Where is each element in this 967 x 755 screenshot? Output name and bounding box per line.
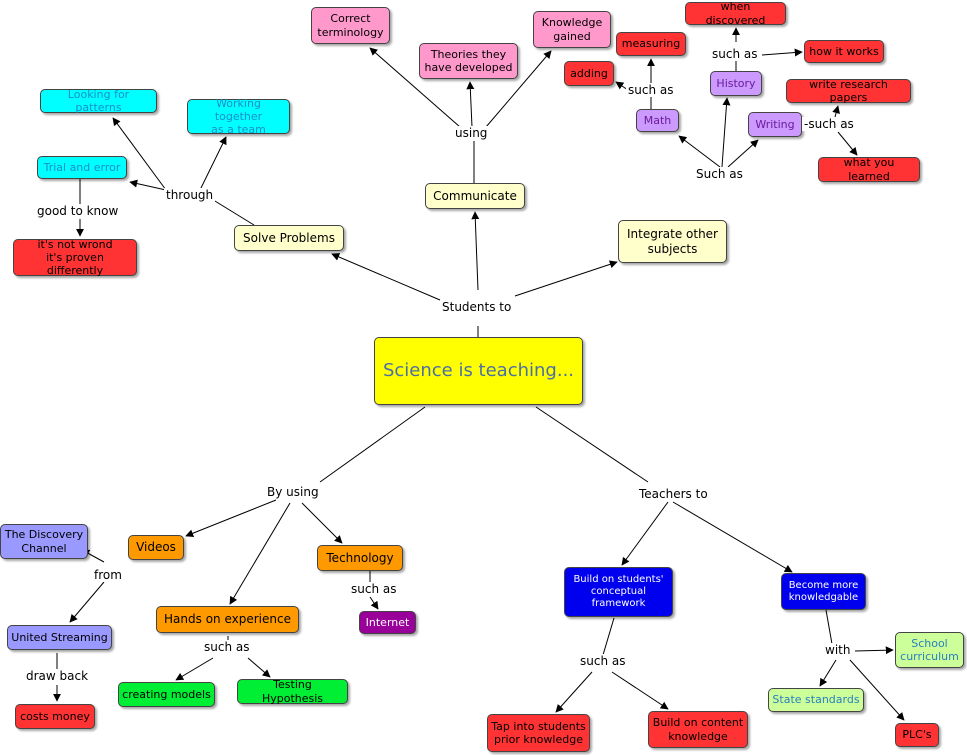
when-discovered-node[interactable]: when discovered <box>685 0 786 27</box>
line-connector <box>319 406 426 483</box>
line-connector <box>209 197 255 226</box>
label-through: through <box>164 188 216 202</box>
arrow-connector <box>175 657 214 681</box>
what-learned-node[interactable]: what you learned <box>818 156 920 183</box>
arrow-connector <box>466 81 475 128</box>
arrow-connector <box>369 596 379 610</box>
creating-models-node[interactable]: creating models <box>118 682 215 707</box>
internet-node[interactable]: Internet <box>359 611 416 634</box>
arrow-connector <box>112 117 167 191</box>
arrow-connector <box>819 659 837 687</box>
arrow-connector <box>129 179 167 191</box>
arrow-connector <box>247 657 271 678</box>
trial-error-node[interactable]: Trial and error <box>37 156 127 179</box>
arrow-connector <box>672 501 793 573</box>
how-it-works-node[interactable]: how it works <box>804 40 884 63</box>
arrow-connector <box>727 139 759 168</box>
label-such-as-history: such as <box>710 47 760 61</box>
math-node[interactable]: Math <box>636 109 679 132</box>
arrow-connector <box>229 502 291 605</box>
arrow-connector <box>678 135 721 168</box>
arrow-connector <box>485 50 552 128</box>
arrow-connector <box>621 501 669 566</box>
build-content-node[interactable]: Build on content knowledge <box>648 711 748 748</box>
not-wrong-node[interactable]: it's not wrond it's proven differently <box>13 238 137 277</box>
arrow-connector <box>471 211 480 291</box>
label-such-as-math: such as <box>626 83 676 97</box>
knowledge-gained-node[interactable]: Knowledge gained <box>533 11 611 48</box>
videos-node[interactable]: Videos <box>128 535 184 560</box>
label-good-to-know: good to know <box>35 204 121 218</box>
line-connector <box>602 617 615 656</box>
arrow-connector <box>514 260 618 297</box>
arrow-connector <box>849 659 905 721</box>
arrow-connector <box>369 47 461 128</box>
line-connector <box>535 406 649 483</box>
state-standards-node[interactable]: State standards <box>768 688 864 712</box>
line-connector <box>825 609 833 645</box>
label-teachers-to: Teachers to <box>637 487 710 501</box>
history-node[interactable]: History <box>710 71 762 96</box>
label-with: with <box>823 643 853 657</box>
theories-node[interactable]: Theories they have developed <box>419 43 518 79</box>
costs-money-node[interactable]: costs money <box>15 704 95 729</box>
build-conceptual-node[interactable]: Build on students' conceptual framework <box>564 567 673 617</box>
looking-patterns-node[interactable]: Looking for patterns <box>40 88 157 114</box>
arrow-connector <box>331 253 441 301</box>
research-papers-node[interactable]: write research papers <box>786 78 911 104</box>
correct-terminology-node[interactable]: Correct terminology <box>311 7 390 44</box>
label-draw-back: draw back <box>24 669 91 683</box>
arrow-connector <box>854 646 894 655</box>
label-such-as-build: such as <box>578 654 628 668</box>
arrow-connector <box>721 97 731 168</box>
arrow-connector <box>199 136 227 191</box>
working-together-node[interactable]: Working together as a team <box>187 97 290 136</box>
label-from: from <box>92 568 124 582</box>
solve-problems-node[interactable]: Solve Problems <box>234 225 344 251</box>
center-node[interactable]: Science is teaching... <box>374 337 583 405</box>
united-streaming-node[interactable]: United Streaming <box>7 625 112 650</box>
communicate-node[interactable]: Communicate <box>425 183 525 209</box>
integrate-subjects-node[interactable]: Integrate other subjects <box>618 220 727 263</box>
technology-node[interactable]: Technology <box>317 545 403 571</box>
measuring-node[interactable]: measuring <box>616 32 686 56</box>
tap-prior-node[interactable]: Tap into students prior knowledge <box>487 714 590 752</box>
adding-node[interactable]: adding <box>564 61 614 86</box>
discovery-channel-node[interactable]: The Discovery Channel <box>0 524 88 559</box>
label-using: using <box>453 126 490 140</box>
arrow-connector <box>611 671 669 710</box>
arrow-connector <box>69 581 105 623</box>
arrow-connector <box>837 131 858 156</box>
school-curriculum-node[interactable]: School curriculum <box>895 632 964 668</box>
label-such-as-tech: such as <box>349 582 399 596</box>
arrow-connector <box>185 499 277 538</box>
label-students-to: Students to <box>440 300 514 314</box>
arrow-connector <box>832 105 840 118</box>
arrow-connector <box>555 671 593 713</box>
arrow-connector <box>301 502 343 544</box>
hands-on-node[interactable]: Hands on experience <box>156 606 299 633</box>
plcs-node[interactable]: PLC's <box>895 723 939 747</box>
writing-node[interactable]: Writing <box>748 112 802 137</box>
arrow-connector <box>761 48 803 57</box>
label-such-as-integrate: Such as <box>694 167 745 181</box>
label-by-using: By using <box>265 485 321 499</box>
become-knowledgable-node[interactable]: Become more knowledgable <box>781 573 866 610</box>
label-such-as-writing: -such as <box>802 117 856 131</box>
testing-hypothesis-node[interactable]: Testing Hypothesis <box>237 678 348 705</box>
label-such-as-hands: such as <box>202 640 252 654</box>
